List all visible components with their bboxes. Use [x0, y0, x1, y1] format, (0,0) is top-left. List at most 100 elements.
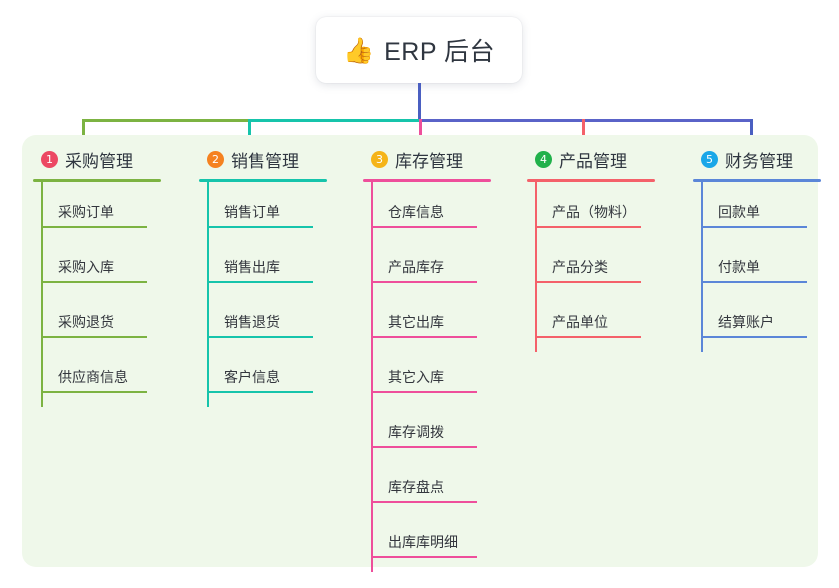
branch-item-rule — [535, 336, 641, 338]
branch-item[interactable]: 结算账户 — [692, 299, 820, 338]
branch-item[interactable]: 采购退货 — [32, 299, 160, 338]
column-spine — [701, 181, 703, 352]
root-title: ERP 后台 — [384, 38, 496, 66]
column-header-rule — [527, 179, 655, 182]
branch-item[interactable]: 产品库存 — [362, 244, 490, 283]
branch-item-label: 供应商信息 — [58, 369, 128, 385]
branch-item-rule — [701, 281, 807, 283]
column-header-3[interactable]: 3 库存管理 — [362, 146, 478, 172]
branch-item-rule — [371, 556, 477, 558]
branch-column-产品管理: 4 产品管理产品（物料） 产品分类产品单位 — [526, 146, 655, 352]
branch-item-label: 采购入库 — [58, 259, 114, 275]
branch-item-label: 产品单位 — [552, 314, 608, 330]
branch-item[interactable]: 销售订单 — [198, 189, 326, 228]
branch-column-财务管理: 5 财务管理回款单付款单结算账户 — [692, 146, 821, 352]
branch-item[interactable]: 销售退货 — [198, 299, 326, 338]
branch-item-label: 采购订单 — [58, 204, 114, 220]
column-number-badge: 2 — [207, 150, 224, 168]
branch-item-rule — [371, 391, 477, 393]
branch-item-label: 客户信息 — [224, 369, 280, 385]
branch-item-label: 付款单 — [718, 259, 760, 275]
branch-item-label: 结算账户 — [718, 314, 774, 330]
column-number-badge: 3 — [371, 150, 388, 168]
branch-item-label: 仓库信息 — [388, 204, 444, 220]
column-spine — [41, 181, 43, 407]
branch-item-rule — [41, 336, 147, 338]
branch-item-label: 采购退货 — [58, 314, 114, 330]
branch-item-rule — [371, 226, 477, 228]
branch-item[interactable]: 产品（物料） — [526, 189, 654, 228]
column-number-badge: 4 — [535, 150, 552, 168]
column-title: 采购管理 — [65, 151, 133, 171]
branch-item-label: 出库库明细 — [388, 534, 458, 550]
column-number-badge: 1 — [41, 150, 58, 168]
branch-item-label: 产品分类 — [552, 259, 608, 275]
connector-drop-3 — [419, 119, 422, 147]
branch-item[interactable]: 回款单 — [692, 189, 820, 228]
branch-item[interactable]: 其它出库 — [362, 299, 490, 338]
column-header-rule — [693, 179, 821, 182]
branch-item-label: 销售出库 — [224, 259, 280, 275]
branch-item[interactable]: 出库库明细 — [362, 519, 490, 558]
branch-item[interactable]: 采购入库 — [32, 244, 160, 283]
branch-item[interactable]: 产品分类 — [526, 244, 654, 283]
connector-bar-segment-2 — [248, 119, 422, 122]
root-node[interactable]: 👍 ERP 后台 — [316, 17, 522, 83]
column-title: 销售管理 — [231, 151, 299, 171]
branch-item-rule — [701, 226, 807, 228]
branch-item-rule — [41, 281, 147, 283]
column-header-1[interactable]: 1 采购管理 — [32, 146, 148, 172]
column-title: 库存管理 — [395, 151, 463, 171]
branch-item[interactable]: 其它入库 — [362, 354, 490, 393]
branch-item[interactable]: 客户信息 — [198, 354, 326, 393]
branch-item-label: 其它出库 — [388, 314, 444, 330]
branch-item[interactable]: 库存调拨 — [362, 409, 490, 448]
connector-drop-2 — [248, 119, 251, 147]
branch-item-label: 产品（物料） — [552, 204, 636, 220]
branch-item-label: 销售订单 — [224, 204, 280, 220]
column-header-rule — [199, 179, 327, 182]
column-header-rule — [363, 179, 491, 182]
column-spine — [371, 181, 373, 572]
branch-item-rule — [371, 336, 477, 338]
branch-item-rule — [371, 446, 477, 448]
column-spine — [207, 181, 209, 407]
connector-bar-segment-1 — [82, 119, 251, 122]
column-header-5[interactable]: 5 财务管理 — [692, 146, 808, 172]
column-header-4[interactable]: 4 产品管理 — [526, 146, 642, 172]
column-spine — [535, 181, 537, 352]
branch-item[interactable]: 采购订单 — [32, 189, 160, 228]
branch-item-rule — [207, 391, 313, 393]
column-header-rule — [33, 179, 161, 182]
branch-item-rule — [207, 226, 313, 228]
branch-column-销售管理: 2 销售管理销售订单销售出库销售退货客户信息 — [198, 146, 327, 407]
branch-item-label: 其它入库 — [388, 369, 444, 385]
branch-item-label: 销售退货 — [224, 314, 280, 330]
connector-drop-4 — [582, 119, 585, 147]
branch-item[interactable]: 付款单 — [692, 244, 820, 283]
branch-item-rule — [207, 281, 313, 283]
connector-drop-5 — [750, 119, 753, 147]
branch-item-rule — [41, 391, 147, 393]
thumbs-up-icon: 👍 — [342, 35, 375, 65]
branch-item[interactable]: 供应商信息 — [32, 354, 160, 393]
branch-item-rule — [701, 336, 807, 338]
branch-item[interactable]: 销售出库 — [198, 244, 326, 283]
column-number-badge: 5 — [701, 150, 718, 168]
column-title: 产品管理 — [559, 151, 627, 171]
branch-item-label: 库存盘点 — [388, 479, 444, 495]
branch-item-rule — [371, 501, 477, 503]
connector-bar-segment-3 — [419, 119, 753, 122]
branches-panel — [22, 135, 818, 567]
branch-item-rule — [41, 226, 147, 228]
column-header-2[interactable]: 2 销售管理 — [198, 146, 314, 172]
branch-item-label: 回款单 — [718, 204, 760, 220]
branch-item-rule — [207, 336, 313, 338]
branch-item[interactable]: 产品单位 — [526, 299, 654, 338]
branch-item[interactable]: 仓库信息 — [362, 189, 490, 228]
branch-item-label: 产品库存 — [388, 259, 444, 275]
branch-item-rule — [535, 281, 641, 283]
column-title: 财务管理 — [725, 151, 793, 171]
branch-item[interactable]: 库存盘点 — [362, 464, 490, 503]
